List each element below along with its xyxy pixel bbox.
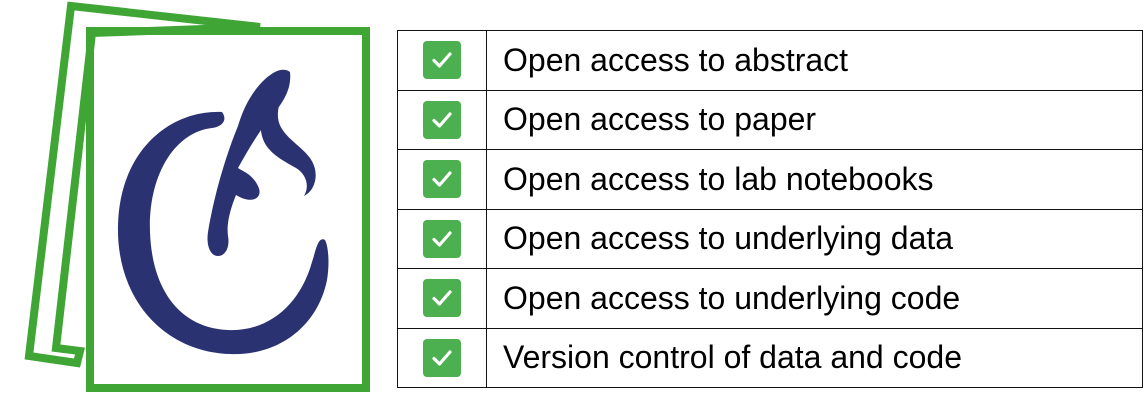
checkbox-cell xyxy=(397,268,487,329)
checklist-row: Open access to paper xyxy=(397,89,1143,150)
checkbox[interactable] xyxy=(423,338,461,377)
checklist-item-label: Open access to underlying data xyxy=(486,208,1143,269)
checkbox[interactable] xyxy=(423,160,461,199)
checkbox[interactable] xyxy=(423,41,461,80)
checklist-body: Open access to abstract Open access to p… xyxy=(397,30,1143,388)
checkbox[interactable] xyxy=(423,100,461,139)
checklist-row: Open access to underlying code xyxy=(397,268,1143,329)
checkbox-cell xyxy=(397,30,487,91)
checklist-row: Version control of data and code xyxy=(397,327,1143,388)
checklist-table: Open access to abstract Open access to p… xyxy=(397,30,1143,388)
checkmark-icon xyxy=(432,171,452,187)
checklist-item-label: Version control of data and code xyxy=(486,327,1143,388)
checklist-item-label: Open access to lab notebooks xyxy=(486,149,1143,210)
checkmark-icon xyxy=(432,290,452,306)
checkbox-cell xyxy=(397,208,487,269)
checkmark-icon xyxy=(432,231,452,247)
checklist-item-label: Open access to paper xyxy=(486,89,1143,150)
calligraphic-c-letter xyxy=(117,69,329,355)
checklist-row: Open access to underlying data xyxy=(397,208,1143,269)
front-paper-frame xyxy=(86,27,370,392)
checklist-row: Open access to lab notebooks xyxy=(397,149,1143,210)
checkmark-icon xyxy=(432,52,452,68)
logo xyxy=(24,1,370,392)
checkbox[interactable] xyxy=(423,219,461,258)
checklist-item-label: Open access to underlying code xyxy=(486,268,1143,329)
checkbox-cell xyxy=(397,89,487,150)
checkbox[interactable] xyxy=(423,279,461,318)
checklist-item-label: Open access to abstract xyxy=(486,30,1143,91)
checklist-row: Open access to abstract xyxy=(397,30,1143,91)
checkbox-cell xyxy=(397,149,487,210)
checkbox-cell xyxy=(397,327,487,388)
checkmark-icon xyxy=(432,112,452,128)
checkmark-icon xyxy=(432,350,452,366)
